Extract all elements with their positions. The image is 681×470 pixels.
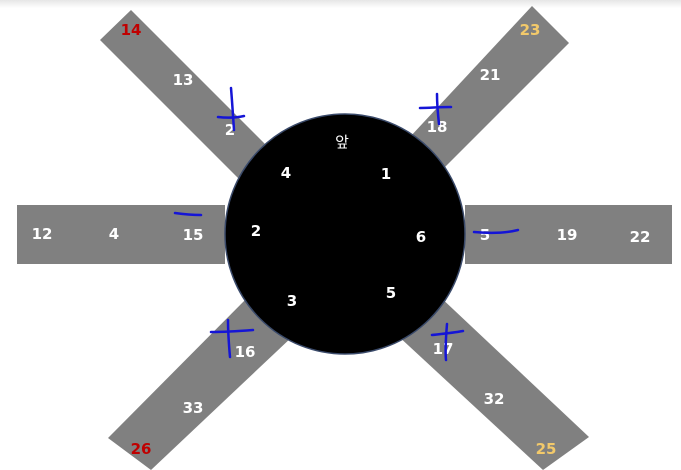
seat-number-red: 26 [131,440,152,458]
seat-number: 5 [480,226,490,244]
front-label: 앞 [335,133,349,151]
seat-number: 33 [183,399,204,417]
seat-number: 15 [183,226,204,244]
seat-number: 21 [480,66,501,84]
center-number: 5 [386,284,396,302]
arm-lower-right [396,294,589,470]
window-top-shadow [0,0,681,8]
seat-number: 17 [433,340,454,358]
pen-mark-cross [418,92,453,126]
seat-number: 22 [630,228,651,246]
seat-number: 16 [235,343,256,361]
arm-lower-left [108,294,293,470]
seat-number: 12 [32,225,53,243]
pen-mark-cross [209,318,255,359]
center-number: 4 [281,164,291,182]
pen-mark-dash [472,228,520,235]
seat-number: 4 [109,225,119,243]
center-number: 3 [287,292,297,310]
seat-number: 32 [484,390,505,408]
pen-mark-cross [430,322,465,362]
center-number: 1 [381,165,391,183]
seat-number-gold: 25 [536,440,557,458]
center-table [224,113,466,355]
arm-right [465,205,672,264]
center-number: 6 [416,228,426,246]
seat-number: 19 [557,226,578,244]
pen-mark-cross [216,86,246,132]
seat-number-red: 14 [121,21,142,39]
seat-number: 18 [427,118,448,136]
arm-upper-left [100,10,290,198]
seat-number: 13 [173,71,194,89]
seat-number-gold: 23 [520,21,541,39]
seat-number: 2 [225,121,235,139]
pen-mark-dash [173,211,203,217]
center-number: 2 [251,222,261,240]
